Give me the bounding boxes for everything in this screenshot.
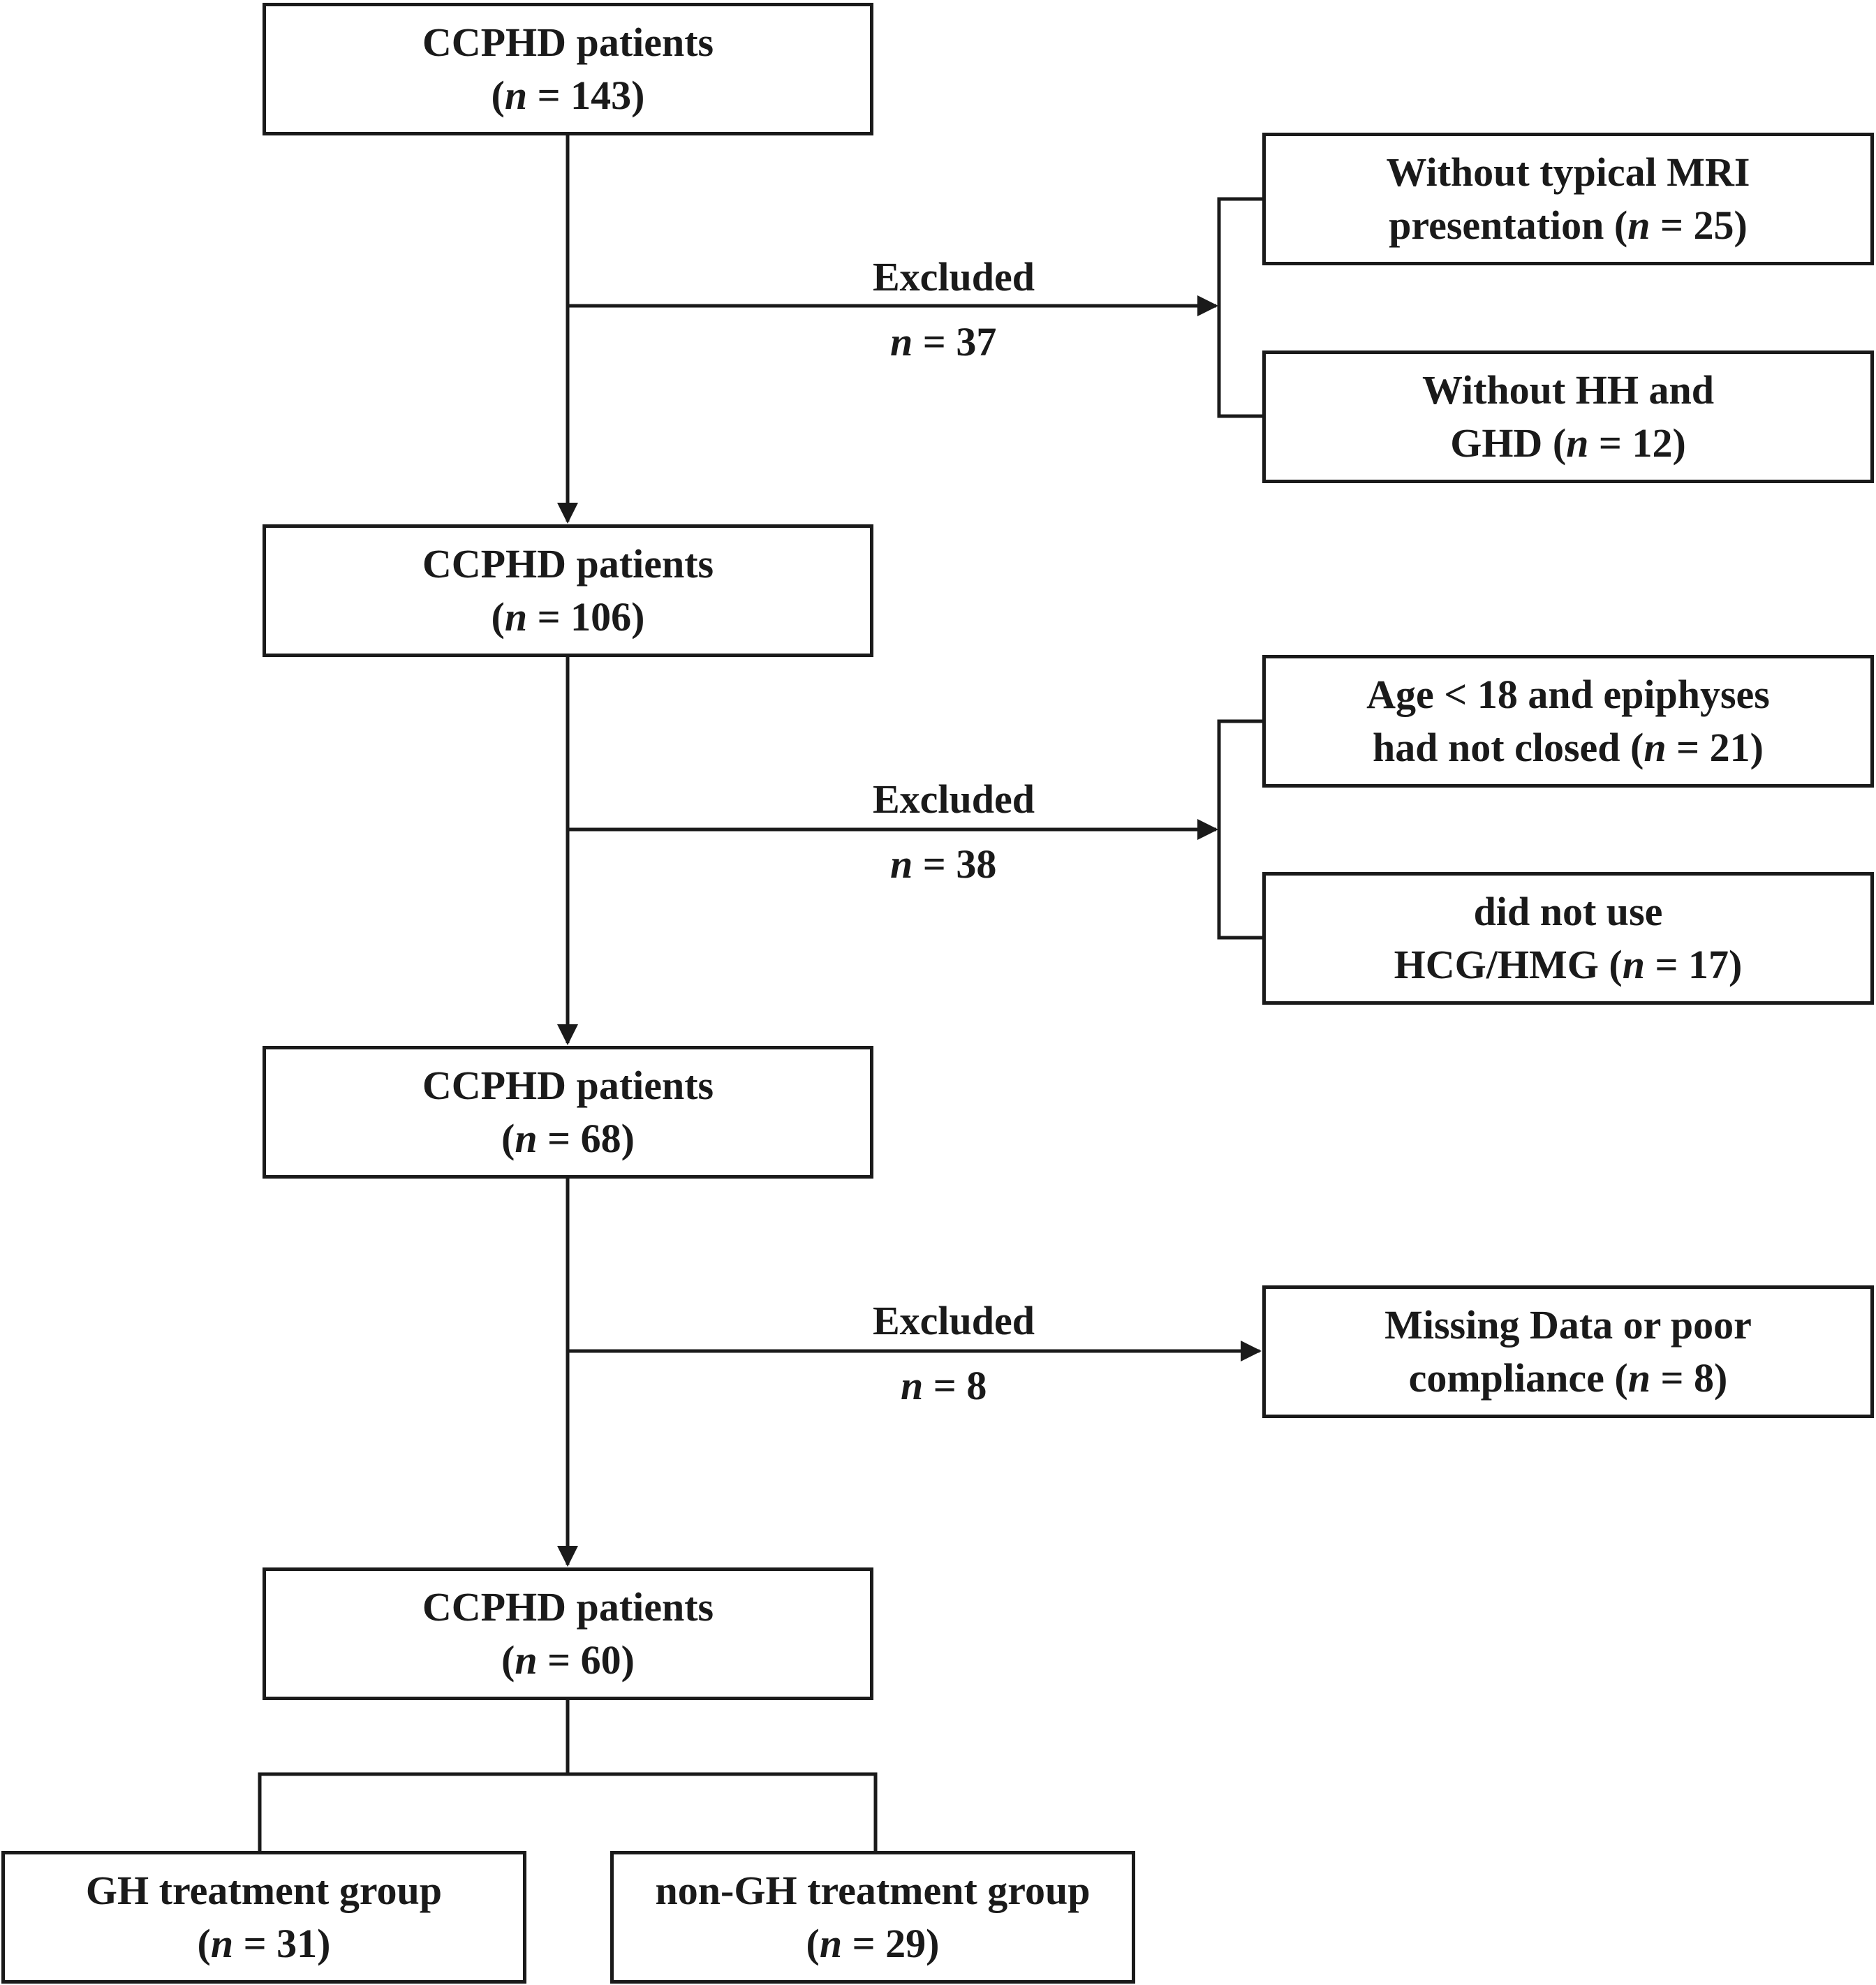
exclusion-reason-line: GHD (n = 12) xyxy=(1450,420,1686,466)
exclusion-reason-line: had not closed (n = 21) xyxy=(1373,725,1764,770)
excluded-count: n = 8 xyxy=(901,1363,987,1408)
split-bracket xyxy=(258,1772,878,1851)
main-step-count: (n = 106) xyxy=(491,594,645,640)
exclusion-reason-line: did not use xyxy=(1473,889,1663,934)
exclusion-reason-line: Missing Data or poor xyxy=(1384,1302,1752,1348)
variable-n: n xyxy=(504,73,528,118)
excluded-count: n = 38 xyxy=(890,841,997,887)
excluded-label: Excluded xyxy=(873,776,1035,822)
main-step-title: CCPHD patients xyxy=(422,541,714,586)
main-step-title: CCPHD patients xyxy=(422,20,714,65)
variable-n: n xyxy=(890,319,913,364)
exclusion-reason-box: Without typical MRI presentation (n = 25… xyxy=(1262,133,1874,265)
variable-n: n xyxy=(890,841,913,887)
group-count: (n = 31) xyxy=(197,1921,331,1966)
variable-n: n xyxy=(819,1921,843,1966)
exclusion-reason-line: compliance (n = 8) xyxy=(1408,1355,1728,1401)
main-step-box-4: CCPHD patients (n = 60) xyxy=(263,1567,873,1700)
excluded-label: Excluded xyxy=(873,1298,1035,1343)
main-step-count: (n = 60) xyxy=(501,1637,635,1683)
exclusion-reason-box: Without HH and GHD (n = 12) xyxy=(1262,350,1874,483)
main-step-box-3: CCPHD patients (n = 68) xyxy=(263,1046,873,1179)
main-step-count: (n = 143) xyxy=(491,73,645,118)
main-step-box-1: CCPHD patients (n = 143) xyxy=(263,3,873,135)
main-step-box-2: CCPHD patients (n = 106) xyxy=(263,524,873,657)
exclusion-reason-line: Age < 18 and epiphyses xyxy=(1366,672,1770,717)
main-step-title: CCPHD patients xyxy=(422,1063,714,1108)
exclusion-reason-line: presentation (n = 25) xyxy=(1389,202,1748,248)
exclusion-reason-box: Missing Data or poor compliance (n = 8) xyxy=(1262,1285,1874,1418)
excluded-count: n = 37 xyxy=(890,319,997,364)
exclusion-reason-box: did not use HCG/HMG (n = 17) xyxy=(1262,872,1874,1005)
main-step-title: CCPHD patients xyxy=(422,1584,714,1630)
variable-n: n xyxy=(515,1637,538,1683)
variable-n: n xyxy=(1566,420,1589,466)
variable-n: n xyxy=(1644,725,1667,770)
group-count: (n = 29) xyxy=(806,1921,940,1966)
bracket-exclusion-0 xyxy=(1217,197,1262,418)
exclusion-reason-line: Without HH and xyxy=(1422,367,1714,413)
variable-n: n xyxy=(504,594,528,640)
variable-n: n xyxy=(1627,1355,1650,1401)
exclusion-reason-line: HCG/HMG (n = 17) xyxy=(1394,942,1743,987)
group-title: non-GH treatment group xyxy=(655,1868,1091,1913)
exclusion-reason-line: Without typical MRI xyxy=(1386,149,1750,195)
variable-n: n xyxy=(210,1921,234,1966)
variable-n: n xyxy=(1622,942,1645,987)
variable-n: n xyxy=(515,1116,538,1161)
group-box-non-gh-treatment: non-GH treatment group (n = 29) xyxy=(610,1851,1135,1984)
group-title: GH treatment group xyxy=(85,1868,443,1913)
exclusion-reason-box: Age < 18 and epiphyses had not closed (n… xyxy=(1262,655,1874,788)
main-step-count: (n = 68) xyxy=(501,1116,635,1161)
variable-n: n xyxy=(901,1363,924,1408)
bracket-exclusion-1 xyxy=(1217,719,1262,940)
excluded-label: Excluded xyxy=(873,254,1035,300)
variable-n: n xyxy=(1627,202,1650,248)
group-box-gh-treatment: GH treatment group (n = 31) xyxy=(1,1851,526,1984)
